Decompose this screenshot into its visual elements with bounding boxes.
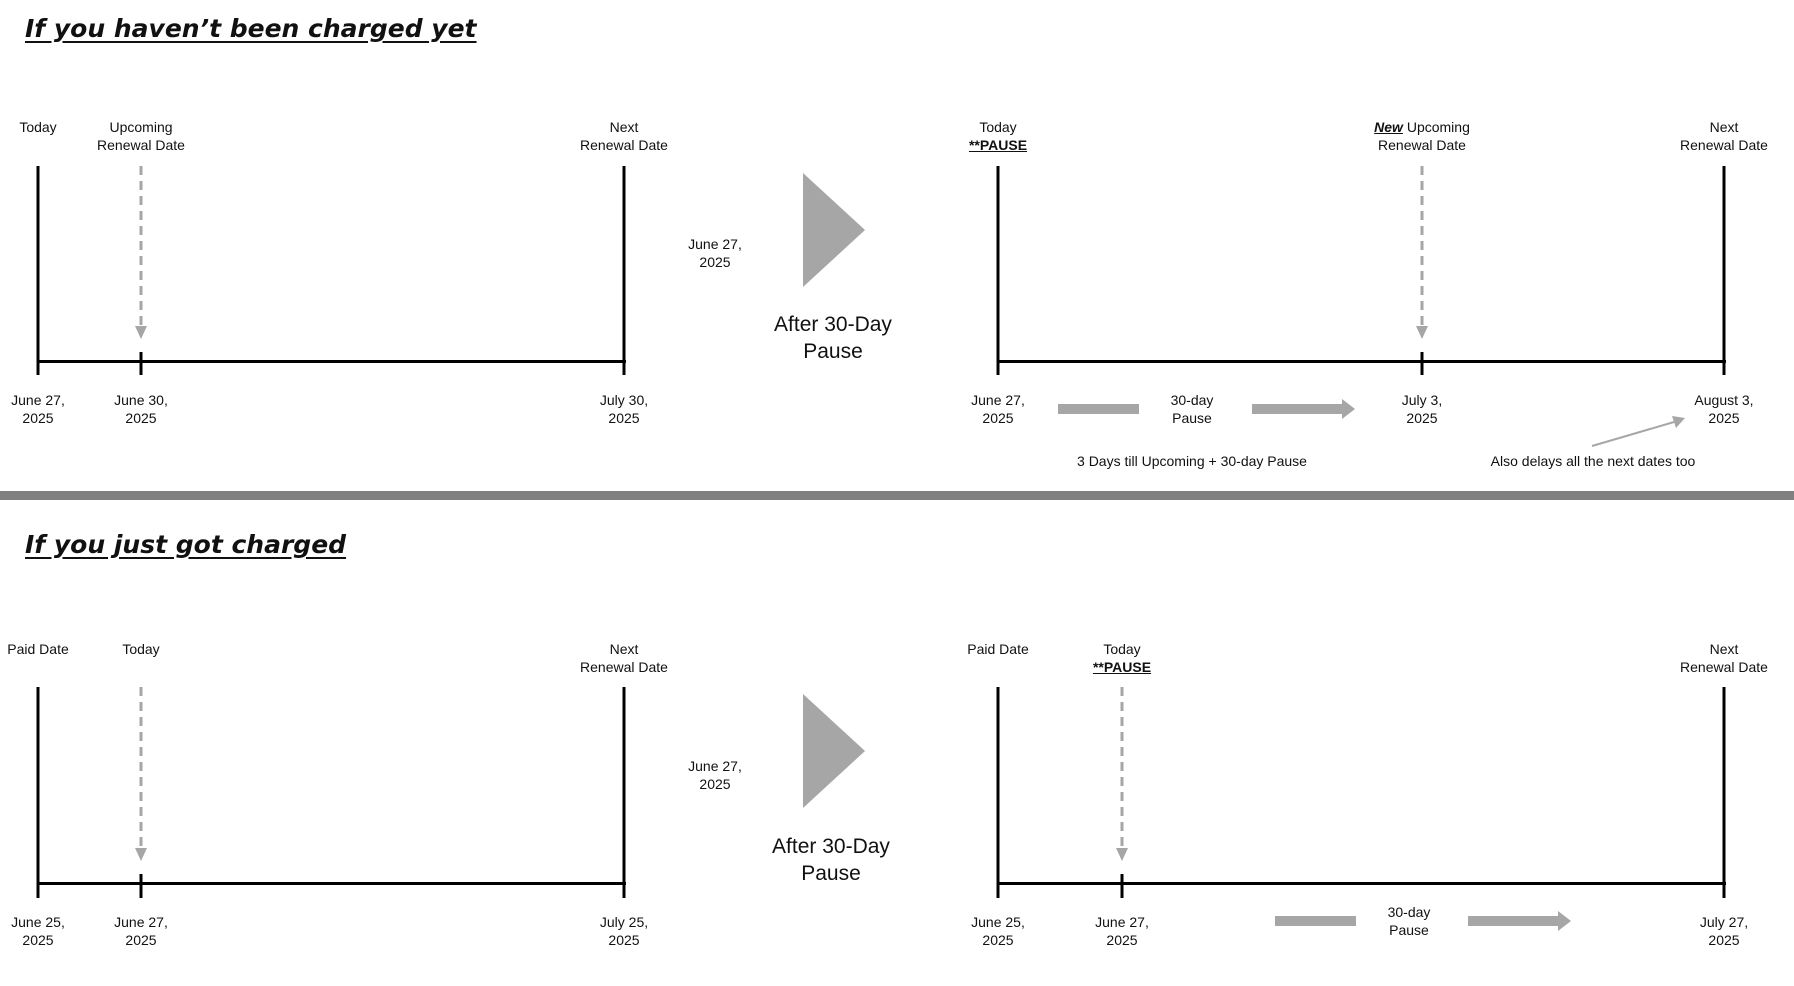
play-arrow-icon [803, 173, 865, 287]
timeline-axis [997, 360, 1726, 363]
date-label: June 25,2025 [11, 914, 65, 948]
arrow-right-icon [1252, 399, 1355, 419]
note-pause-explanation: 3 Days till Upcoming + 30-day Pause [1077, 453, 1307, 469]
pause-start-date: June 27,2025 [688, 236, 742, 270]
next-renewal-label: Next Renewal Date [1680, 641, 1768, 675]
paid-date-label: Paid Date [7, 641, 69, 657]
today-pause-label: Today **PAUSE [1092, 641, 1152, 675]
dashed-arrow-down-icon [134, 687, 148, 862]
pause-start-date: June 27,2025 [688, 758, 742, 792]
paid-date-tick [36, 687, 40, 898]
upcoming-tick [139, 352, 143, 375]
date-label: June 27,2025 [971, 392, 1025, 426]
note-delays-next-dates: Also delays all the next dates too [1490, 453, 1696, 469]
date-label: June 27,2025 [11, 392, 65, 426]
dashed-arrow-down-icon [1115, 687, 1129, 862]
date-label: August 3,2025 [1694, 392, 1754, 426]
pause-bar [1058, 404, 1139, 414]
date-label: July 25,2025 [599, 914, 649, 948]
timeline-axis [37, 882, 626, 885]
date-label: June 27,2025 [1095, 914, 1149, 948]
next-renewal-tick [1722, 166, 1726, 375]
upcoming-tick [1420, 352, 1424, 375]
pause-bar [1275, 916, 1356, 926]
next-renewal-label: Next Renewal Date [580, 119, 668, 153]
new-upcoming-renewal-label: New Upcoming Renewal Date [1374, 119, 1470, 153]
today-tick [36, 166, 40, 375]
today-label: Today [19, 119, 57, 135]
after-pause-label: After 30-Day Pause [774, 313, 892, 363]
date-label: June 27,2025 [114, 914, 168, 948]
section-divider [0, 491, 1794, 500]
date-label: July 27,2025 [1699, 914, 1749, 948]
date-label: June 25,2025 [971, 914, 1025, 948]
next-renewal-tick [622, 166, 626, 375]
section-title-just-charged: If you just got charged [25, 530, 347, 559]
timeline-axis [37, 360, 626, 363]
paid-date-tick [996, 687, 1000, 898]
dashed-arrow-down-icon [1415, 166, 1429, 340]
next-renewal-label: Next Renewal Date [580, 641, 668, 675]
today-pause-label: Today **PAUSE [968, 119, 1028, 153]
date-label: July 30,2025 [599, 392, 649, 426]
today-tick [996, 166, 1000, 375]
arrow-right-icon [1468, 911, 1571, 931]
next-renewal-tick [1722, 687, 1726, 898]
today-tick [1120, 874, 1124, 898]
dashed-arrow-down-icon [134, 166, 148, 340]
after-pause-label: After 30-Day Pause [772, 835, 890, 885]
today-label: Today [122, 641, 160, 657]
paid-date-label: Paid Date [967, 641, 1029, 657]
today-tick [139, 874, 143, 898]
next-renewal-label: Next Renewal Date [1680, 119, 1768, 153]
date-label: July 3,2025 [1401, 392, 1443, 426]
diagonal-arrow-icon [1590, 415, 1686, 449]
section-title-not-charged: If you haven’t been charged yet [25, 14, 477, 43]
next-renewal-tick [622, 687, 626, 898]
upcoming-renewal-label: Upcoming Renewal Date [97, 119, 185, 153]
timeline-axis [997, 882, 1726, 885]
play-arrow-icon [803, 694, 865, 808]
date-label: June 30,2025 [114, 392, 168, 426]
